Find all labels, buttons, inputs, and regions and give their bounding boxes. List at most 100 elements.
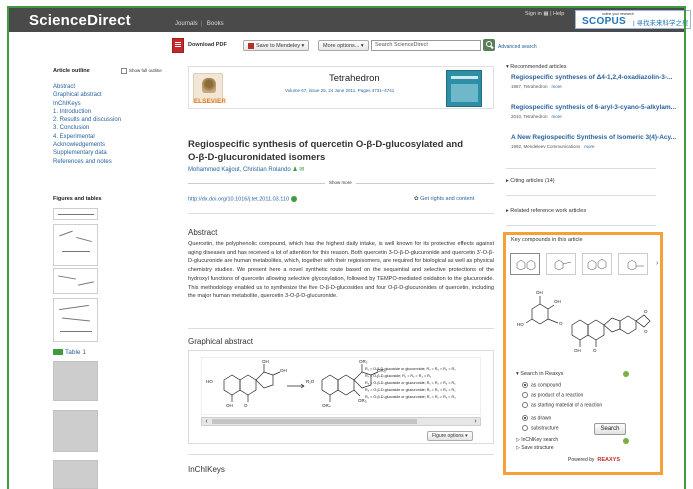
show-full-outline-checkbox[interactable]: Show full outline xyxy=(121,68,162,74)
nav-books[interactable]: Books xyxy=(206,21,224,27)
outline-item[interactable]: 2. Results and discussion xyxy=(53,117,122,124)
outline-item[interactable]: 3. Conclusion xyxy=(53,125,90,132)
save-to-mendeley-button[interactable]: Save to Mendeley ▾ xyxy=(243,40,310,51)
figure-thumbnail-placeholder[interactable] xyxy=(53,460,98,489)
legend-line: R₅ = O-β-D-glucoside or glucuronide; R₁ … xyxy=(365,395,456,399)
recommended-article-source: 2010, Tetrahedron xyxy=(511,114,548,119)
scroll-left-icon[interactable]: ‹ xyxy=(205,418,208,425)
radio-icon xyxy=(522,382,528,388)
recommended-article[interactable]: A New Regiospecific Synthesis of Isomeri… xyxy=(511,134,677,149)
legend-line: R₁ = O-β-D-glucoside or glucuronide; R₂ … xyxy=(365,367,456,371)
reaxys-info-icon[interactable] xyxy=(623,371,629,377)
save-to-mendeley-label: Save to Mendeley ▾ xyxy=(256,43,305,49)
author-names[interactable]: Mohammed Kajjout, Christian Rolando xyxy=(188,167,291,173)
compound-thumbnail-selected[interactable] xyxy=(510,253,540,275)
pdf-icon[interactable] xyxy=(172,38,184,53)
compound-structure-image[interactable]: OH OH HO O OH O O O xyxy=(514,285,654,365)
radio-as-product[interactable]: as product of a reaction xyxy=(522,392,583,398)
search-sciencedirect-input[interactable]: Search ScienceDirect xyxy=(371,40,481,51)
scopus-banner[interactable]: online your research SCOPUS | 寻找未来科学之星 xyxy=(575,10,691,29)
get-rights-link[interactable]: ✿ Get rights and content xyxy=(414,196,474,202)
more-link[interactable]: more xyxy=(551,84,562,89)
reaxys-search-button[interactable]: Search xyxy=(594,423,626,435)
radio-label: as compound xyxy=(531,382,562,389)
signin-help[interactable]: Sign in ▦ | Help xyxy=(525,11,565,17)
journal-name[interactable]: Tetrahedron xyxy=(329,73,380,84)
svg-text:O: O xyxy=(593,348,597,353)
crossmark-icon[interactable] xyxy=(291,196,298,202)
journal-volume[interactable]: Volume 67, Issue 25, 24 June 2011, Pages… xyxy=(285,88,395,93)
recommended-articles-heading[interactable]: ▾ Recommended articles xyxy=(506,64,567,70)
next-compounds-icon[interactable]: › xyxy=(656,260,659,267)
save-structure-toggle[interactable]: ▷ Save structure xyxy=(516,445,554,451)
figure-thumbnail-placeholder[interactable] xyxy=(53,361,98,401)
show-more-label[interactable]: Show more xyxy=(325,180,356,185)
more-options-button[interactable]: More options... ▾ xyxy=(318,40,369,51)
doi-text[interactable]: http://dx.doi.org/10.1016/j.tet.2011.03.… xyxy=(188,196,290,203)
journal-cover-image[interactable] xyxy=(446,70,482,107)
outline-item[interactable]: Supplementary data xyxy=(53,150,107,157)
figure-options-button[interactable]: Figure options ▾ xyxy=(427,431,473,441)
radio-as-starting-material[interactable]: as starting material of a reaction xyxy=(522,402,602,408)
figure-thumbnail[interactable] xyxy=(53,224,98,266)
outline-item[interactable]: Graphical abstract xyxy=(53,92,102,99)
advanced-search-link[interactable]: Advanced search xyxy=(498,44,537,50)
compound-thumbnail[interactable] xyxy=(582,253,612,275)
scroll-right-icon[interactable]: › xyxy=(474,418,477,425)
recommended-article-title[interactable]: Regiospecific synthesis of 6-aryl-3-cyan… xyxy=(511,104,677,111)
radio-as-drawn[interactable]: as drawn xyxy=(522,415,551,421)
graphical-abstract-scrollbar[interactable]: ‹ › xyxy=(201,417,481,426)
more-link[interactable]: more xyxy=(584,144,595,149)
related-reference-toggle[interactable]: ▸ Related reference work articles xyxy=(506,208,587,214)
inchikey-search-toggle[interactable]: ▷ InChIKey search xyxy=(516,437,559,443)
figure-thumbnail[interactable] xyxy=(53,268,98,294)
doi-link[interactable]: http://dx.doi.org/10.1016/j.tet.2011.03.… xyxy=(188,196,298,203)
svg-text:OH: OH xyxy=(536,290,543,295)
sciencedirect-logo[interactable]: ScienceDirect xyxy=(29,12,131,29)
table-1-link[interactable]: Table 1 xyxy=(53,349,86,356)
radio-as-compound[interactable]: as compound xyxy=(522,382,561,388)
search-in-reaxys-toggle[interactable]: ▾ Search in Reaxys xyxy=(516,371,564,377)
article-title-line: Regiospecific synthesis of quercetin O-β… xyxy=(188,139,464,150)
divider xyxy=(188,328,494,329)
article-title-line: O-β-D-glucuronidated isomers xyxy=(188,152,326,163)
outline-item[interactable]: InChIKeys xyxy=(53,100,81,107)
recommended-article[interactable]: Regiospecific synthesis of 6-aryl-3-cyan… xyxy=(511,104,677,119)
article-title: Regiospecific synthesis of quercetin O-β… xyxy=(188,138,494,164)
radio-label: as starting material of a reaction xyxy=(531,402,603,409)
elsevier-tree-logo[interactable] xyxy=(193,73,223,103)
show-more-toggle[interactable]: Show more xyxy=(188,180,494,186)
reaxys-logo[interactable]: REAXYS xyxy=(597,457,621,463)
compound-thumbnail[interactable] xyxy=(546,253,576,275)
search-icon[interactable] xyxy=(483,39,495,51)
more-link[interactable]: more xyxy=(551,114,562,119)
author-contact-icons[interactable]: ♟ ✉ xyxy=(292,167,305,173)
graphical-abstract-image[interactable]: HO OH OH OH O R₁O OR₂ OR₃ OR₄ OR₅ R₁ = O… xyxy=(201,357,481,415)
nav-journals[interactable]: Journals xyxy=(175,21,198,27)
outline-item[interactable]: References and notes xyxy=(53,158,112,165)
inchikey-info-icon[interactable] xyxy=(623,438,629,444)
download-pdf-button[interactable]: Download PDF xyxy=(188,42,227,48)
recommended-article-title[interactable]: Regiospecific syntheses of Δ4-1,2,4-oxad… xyxy=(511,74,673,81)
compound-thumbnail[interactable] xyxy=(618,253,648,275)
svg-text:O: O xyxy=(559,321,563,326)
inchikeys-heading: InChIKeys xyxy=(188,465,225,474)
figure-thumbnail[interactable] xyxy=(53,298,98,342)
outline-item[interactable]: 4. Experimental xyxy=(53,133,95,140)
svg-text:HO: HO xyxy=(517,322,524,327)
divider xyxy=(188,454,494,455)
citing-articles-toggle[interactable]: ▸ Citing articles (14) xyxy=(506,178,555,184)
authors[interactable]: Mohammed Kajjout, Christian Rolando ♟ ✉ xyxy=(188,166,304,173)
radio-substructure[interactable]: substructure xyxy=(522,425,559,431)
svg-text:OR₃: OR₃ xyxy=(377,368,386,373)
outline-item[interactable]: Acknowledgements xyxy=(53,142,106,149)
outline-item[interactable]: Abstract xyxy=(53,84,76,90)
scrollbar-thumb[interactable] xyxy=(212,419,417,424)
recommended-article-title[interactable]: A New Regiospecific Synthesis of Isomeri… xyxy=(511,134,677,141)
figure-thumbnail-placeholder[interactable] xyxy=(53,410,98,452)
recommended-article[interactable]: Regiospecific syntheses of Δ4-1,2,4-oxad… xyxy=(511,74,673,89)
outline-item[interactable]: 1. Introduction xyxy=(53,108,92,115)
figure-thumbnail[interactable] xyxy=(53,208,98,220)
